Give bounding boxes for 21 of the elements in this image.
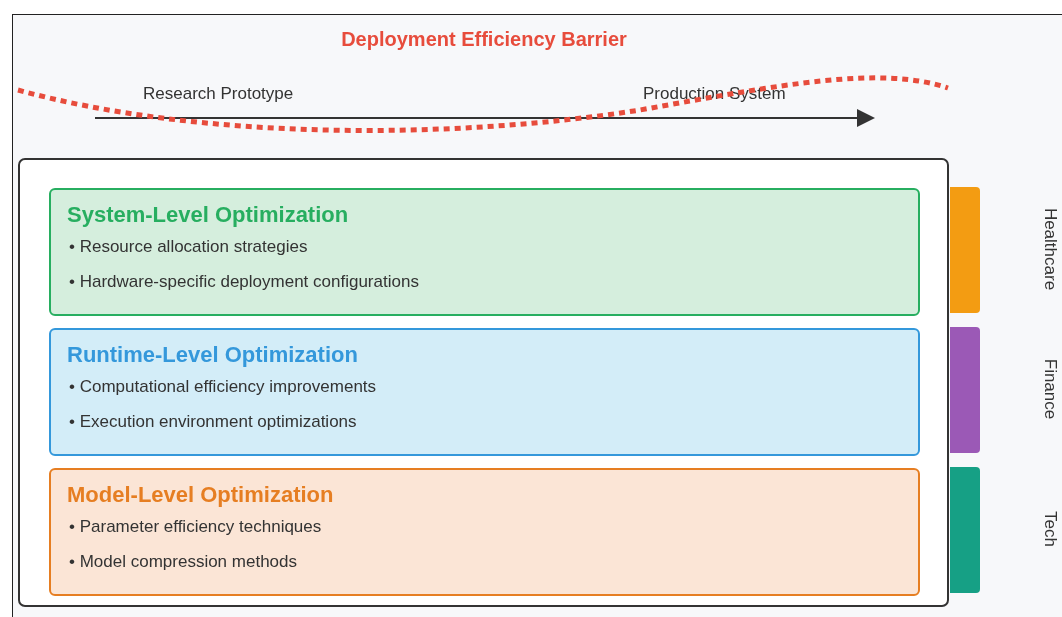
diagram-title: Deployment Efficiency Barrier: [341, 28, 627, 50]
domain-bar: [950, 187, 980, 313]
layer-box: [49, 468, 920, 596]
bullet-item: • Computational efficiency improvements: [69, 377, 377, 396]
bullet-item: • Hardware-specific deployment configurations: [69, 272, 419, 291]
layer-stack-box: [18, 158, 949, 607]
domain-label: Healthcare: [1041, 207, 1060, 291]
domain-bar: [950, 327, 980, 453]
layer-heading: Model-Level Optimization: [67, 482, 334, 507]
layer-box: [49, 328, 920, 456]
domain-label: Finance: [1041, 358, 1060, 420]
stage-label: Research Prototype: [143, 84, 294, 103]
bullet-item: • Resource allocation strategies: [69, 237, 308, 256]
layer-heading: System-Level Optimization: [67, 202, 349, 227]
domain-label: Tech: [1041, 511, 1060, 547]
domain-bar: [950, 467, 980, 593]
bullet-item: • Model compression methods: [69, 552, 297, 571]
layer-box: [49, 188, 920, 316]
layer-heading: Runtime-Level Optimization: [67, 342, 358, 367]
bullet-item: • Parameter efficiency techniques: [69, 517, 322, 536]
bullet-item: • Execution environment optimizations: [69, 412, 357, 431]
